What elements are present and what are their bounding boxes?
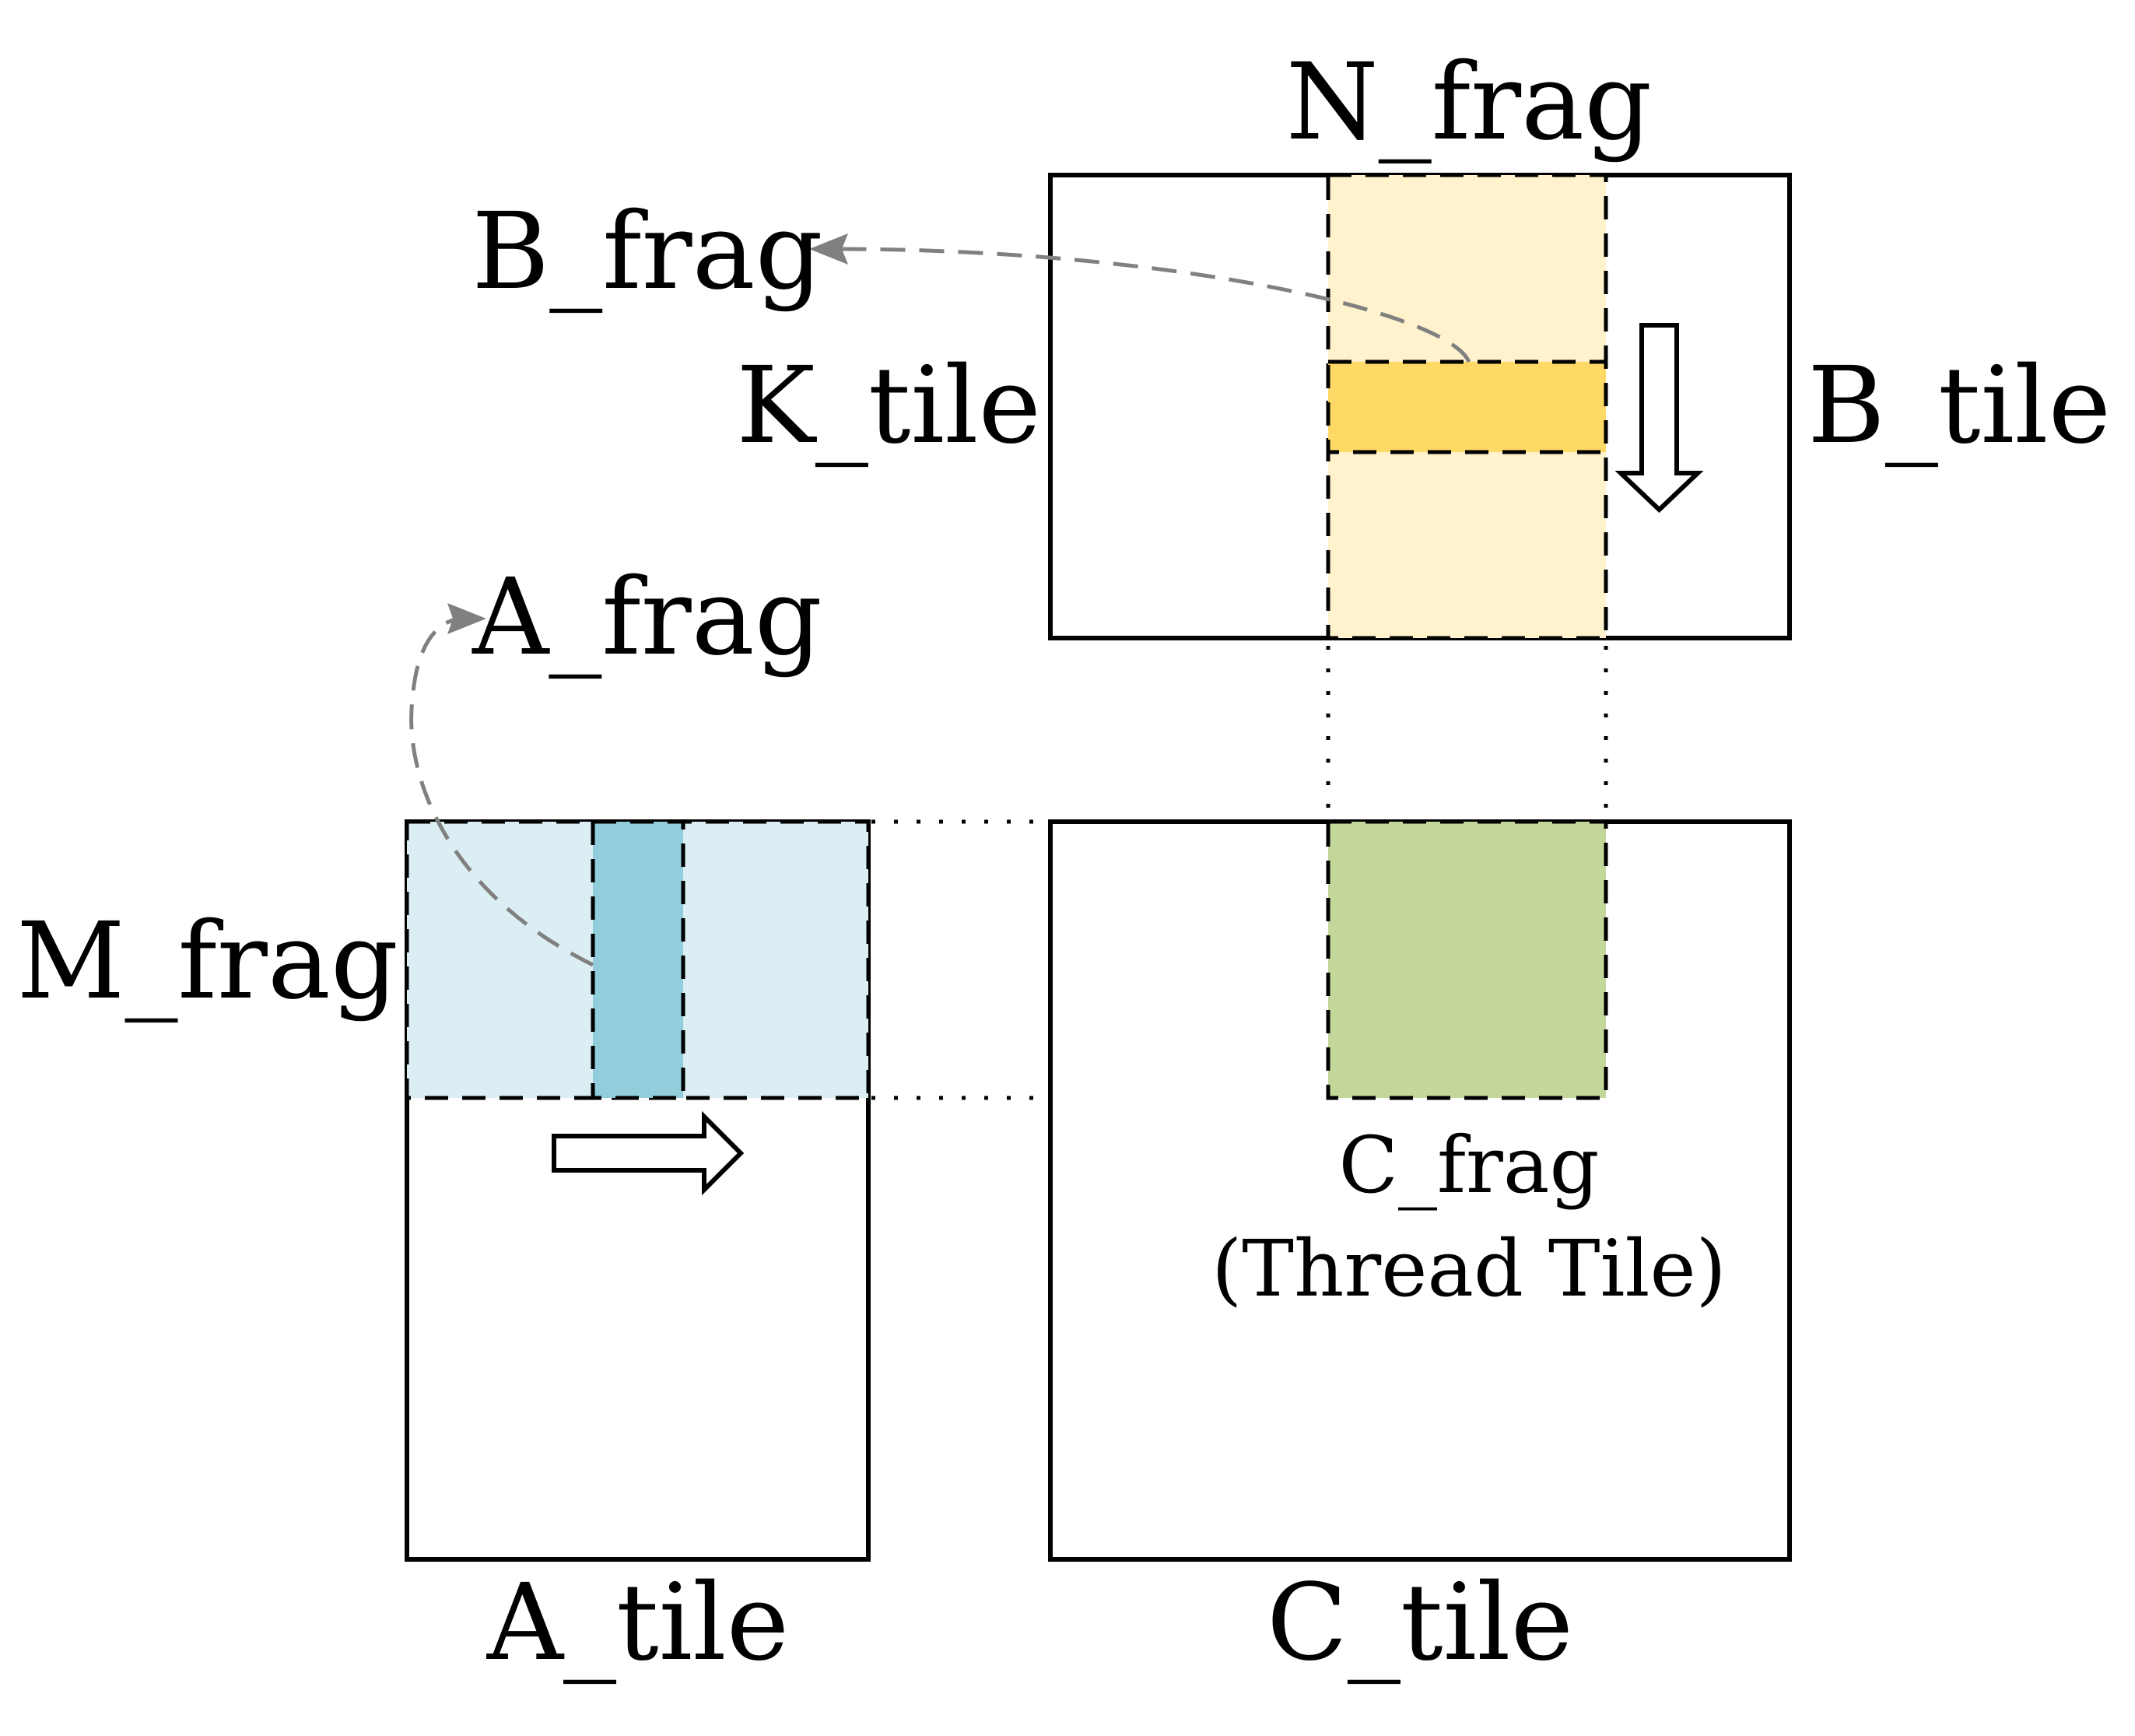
thread-tile-label: (Thread Tile) <box>1211 1223 1726 1314</box>
right-arrow-icon <box>552 1110 745 1196</box>
k-tile-label: K_tile <box>736 345 1041 468</box>
fragment-load-arrows <box>409 233 1471 967</box>
c-frag-block <box>1326 819 1608 1100</box>
a-tile-group <box>405 819 871 1562</box>
b-frag-label: B_frag <box>472 191 822 314</box>
c-tile-group <box>1048 819 1792 1562</box>
a-frag-strip <box>591 819 685 1100</box>
b-frag-strip <box>1326 359 1608 454</box>
a-frag-arrowhead-icon <box>447 603 486 634</box>
b-frag-dashed-arrow <box>836 247 1471 363</box>
m-frag-label: M_frag <box>16 900 398 1023</box>
c-frag-label: C_frag <box>1339 1120 1600 1211</box>
a-frag-label: A_frag <box>472 556 822 679</box>
b-frag-arrowhead-icon <box>809 233 848 265</box>
b-tile-group <box>1048 173 1792 640</box>
down-arrow-icon <box>1614 323 1704 514</box>
a-tile-label: A_tile <box>486 1562 789 1685</box>
labels: N_frag B_frag K_tile B_tile A_frag M_fra… <box>16 41 2111 1685</box>
n-frag-label: N_frag <box>1286 41 1653 164</box>
c-tile-label: C_tile <box>1267 1562 1573 1685</box>
a-frag-dashed-arrow <box>409 616 594 967</box>
b-tile-label: B_tile <box>1807 345 2111 468</box>
